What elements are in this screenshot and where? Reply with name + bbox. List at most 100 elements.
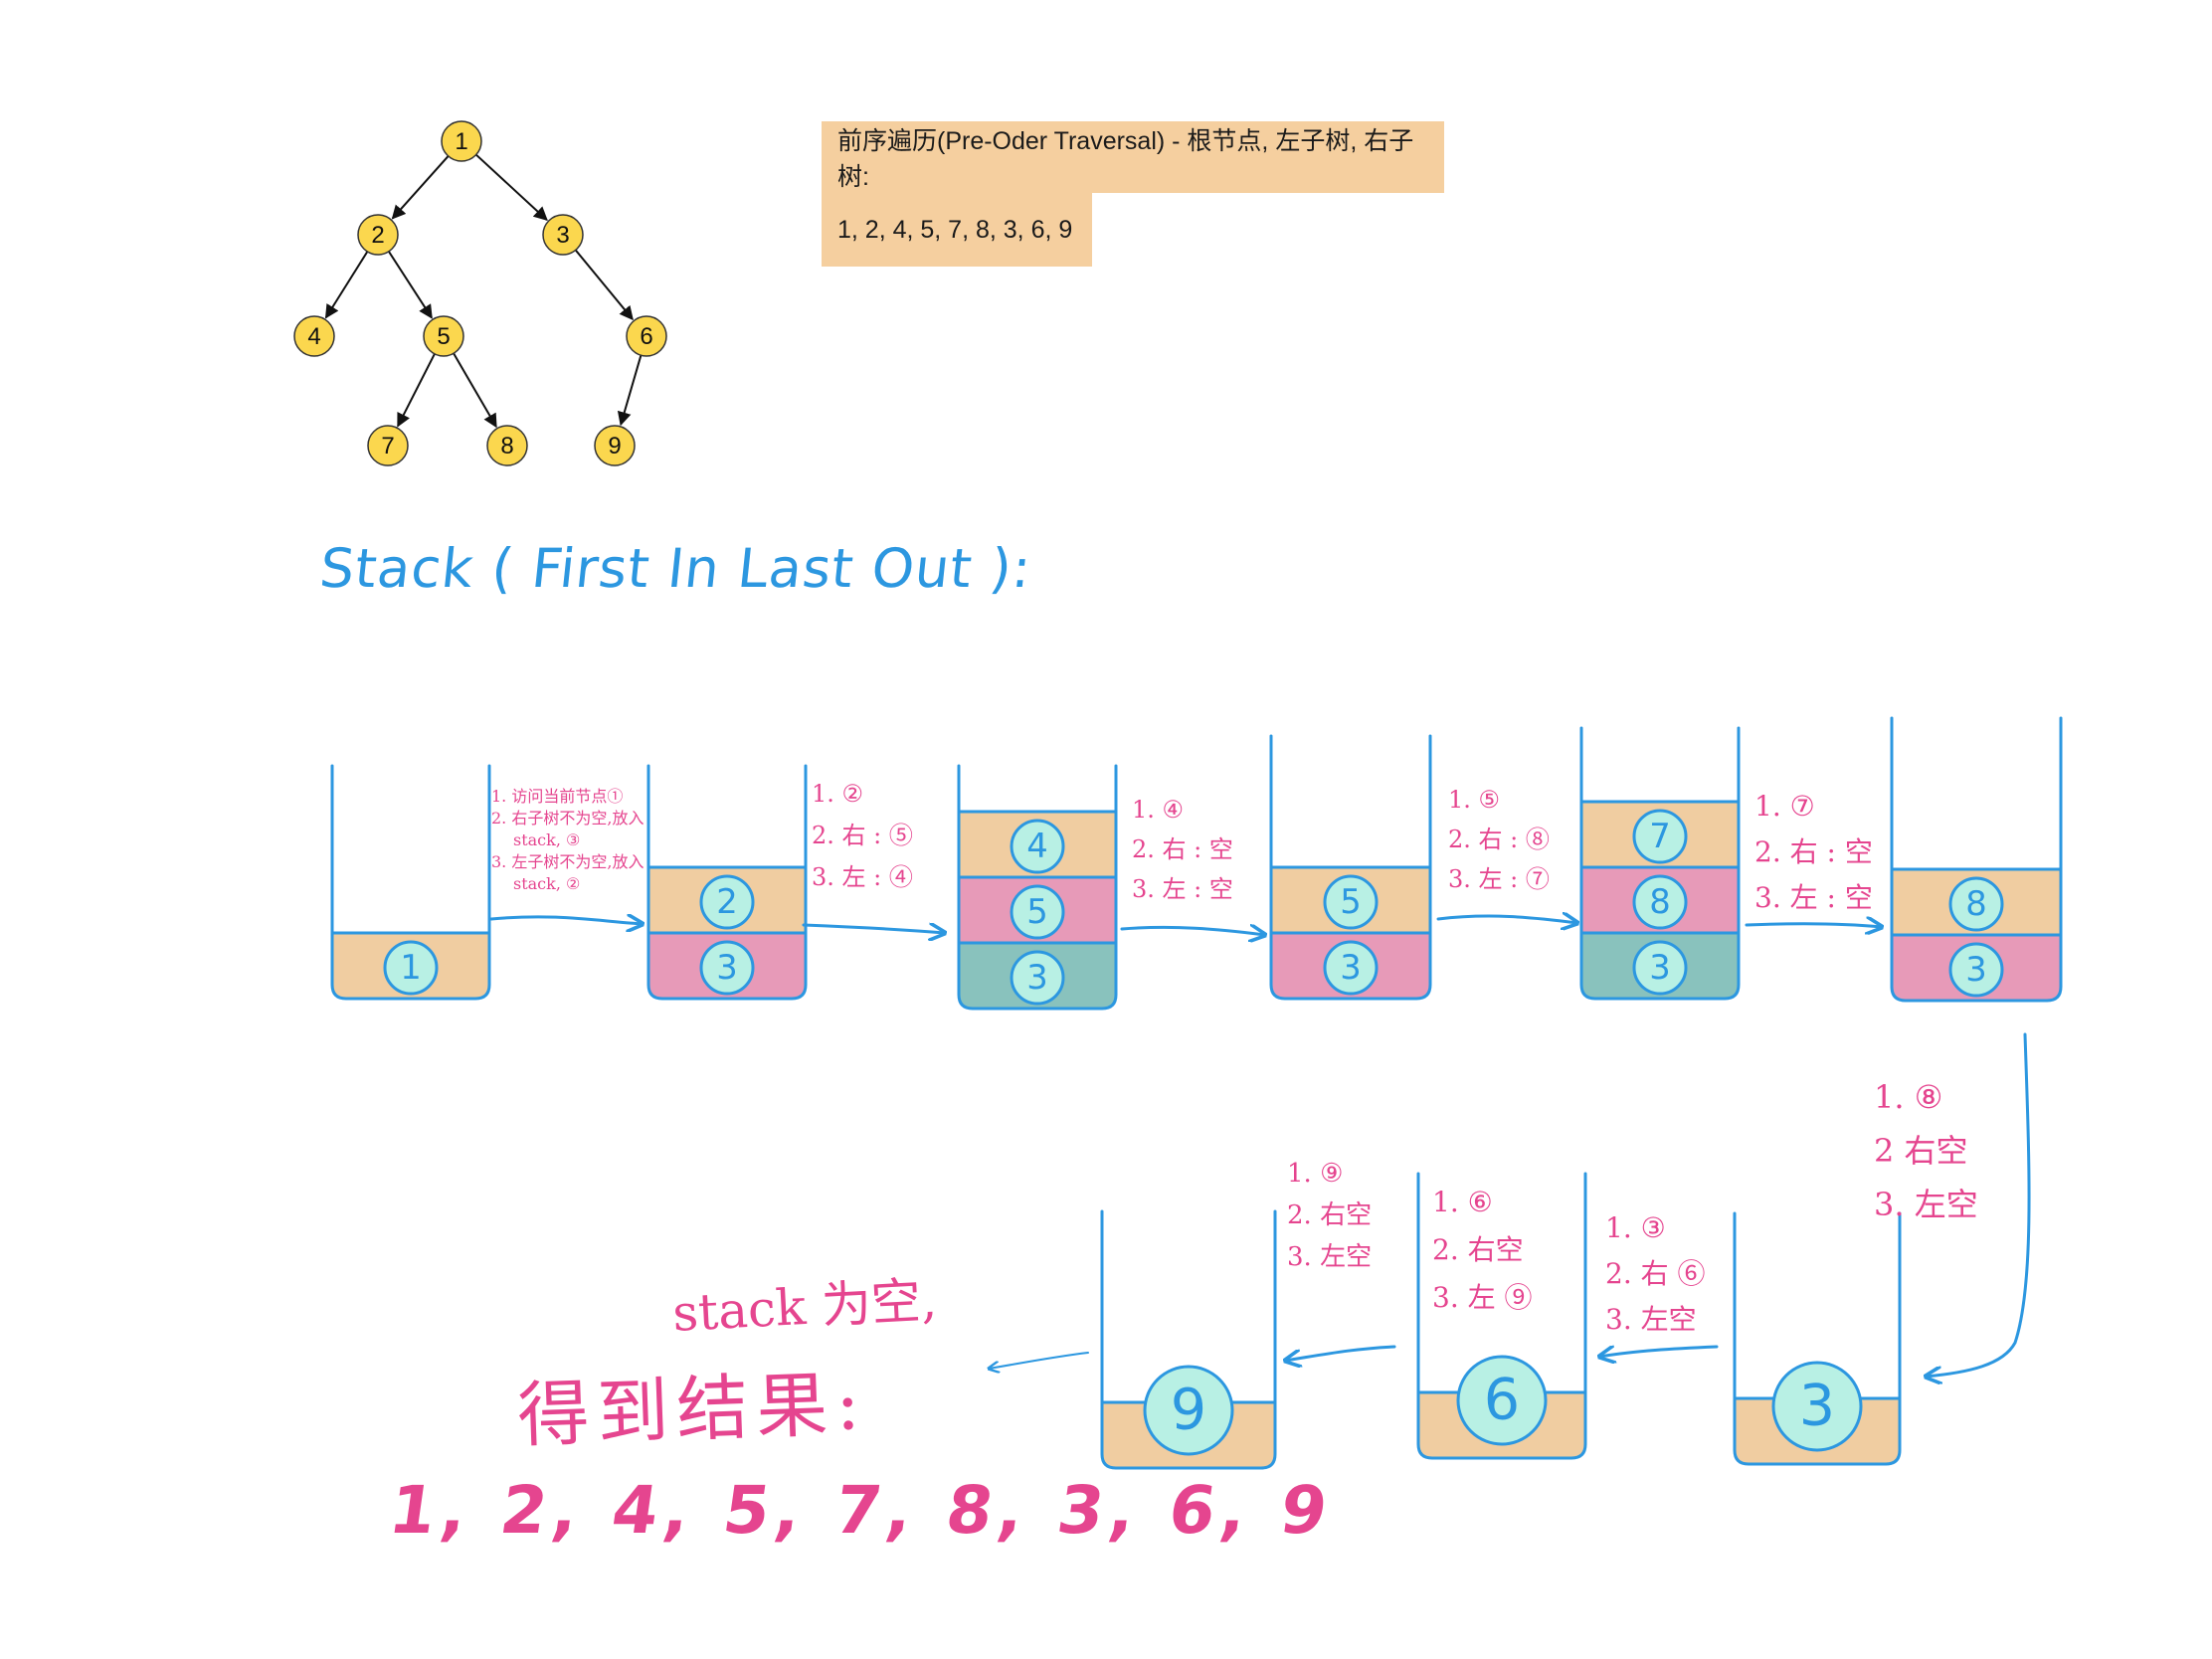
tree-node-4: 4	[293, 315, 335, 357]
stack-container-outline	[957, 764, 1118, 1011]
stack-item-7: 7	[1581, 800, 1739, 867]
stack-7: 3	[1733, 1211, 1902, 1466]
tree-node-label: 8	[500, 433, 513, 460]
tree-node-5: 5	[423, 315, 464, 357]
stack-item-label: 8	[1965, 884, 1987, 923]
stack-item-3: 3	[1271, 931, 1430, 999]
stack-container-outline	[1269, 734, 1432, 1001]
tree-edge-1-3	[475, 153, 548, 222]
stack-item-label: 3	[1649, 948, 1671, 987]
step-note-line: 2. 右子树不为空,放入	[491, 809, 644, 828]
step-note-line: 1. ③	[1605, 1211, 1666, 1244]
stack-item-6: 6	[1418, 1355, 1585, 1458]
tree-node-circle	[293, 315, 335, 357]
tree-node-label: 4	[307, 323, 320, 350]
stack-item-circle	[1948, 876, 2004, 932]
tree-edge-6-9	[617, 354, 643, 427]
tree-node-6: 6	[626, 315, 667, 357]
stack-container-outline	[330, 764, 491, 1001]
tree-node-label: 2	[371, 222, 384, 249]
stack-item-circle	[1632, 874, 1688, 930]
tree-node-label: 6	[640, 323, 652, 350]
arrow-step-3	[1120, 927, 1265, 935]
stack-item-circle	[1323, 940, 1379, 996]
tree-node-label: 5	[437, 323, 450, 350]
stack-item-label: 4	[1026, 827, 1048, 865]
stack-1: 1	[330, 764, 491, 1001]
tree-node-2: 2	[357, 214, 399, 256]
tree-node-3: 3	[542, 214, 584, 256]
stack-item-3: 3	[1735, 1361, 1900, 1464]
stack-item-label: 6	[1484, 1367, 1520, 1432]
step-note-line: 1. 访问当前节点①	[491, 787, 623, 806]
stack-item-label: 7	[1649, 817, 1671, 855]
stack-item-9: 9	[1102, 1365, 1275, 1468]
step-note-line: 2. 右空	[1287, 1200, 1372, 1230]
stack-item-5: 5	[959, 875, 1116, 943]
stack-item-circle	[699, 874, 755, 930]
stack-item-label: 1	[400, 948, 422, 987]
stack-item-circle	[1771, 1361, 1863, 1452]
stack-item-8: 8	[1581, 865, 1739, 933]
tree-edge-1-2	[391, 155, 450, 220]
stack-container-outline	[1416, 1172, 1587, 1460]
arrow-step-8	[1285, 1345, 1396, 1361]
step-note-line: 3. 左 : ④	[812, 863, 913, 891]
arrow-to-result	[989, 1352, 1089, 1369]
step-note-line: 1. ⑨	[1287, 1159, 1343, 1189]
stack-item-circle	[1632, 940, 1688, 996]
stack-item-3: 3	[1581, 931, 1739, 999]
stack-item-circle	[383, 940, 439, 996]
tree-node-1: 1	[441, 120, 482, 162]
stack-item-label: 3	[1026, 958, 1048, 997]
step-note-line: 3. 左 : 空	[1754, 881, 1873, 914]
step-note-line: 1. ④	[1132, 796, 1184, 824]
stack-item-label: 5	[1340, 882, 1362, 921]
stack-item-circle	[1323, 874, 1379, 930]
stack-item-2: 2	[648, 865, 806, 933]
stack-container-outline	[1890, 716, 2063, 1003]
arrow-step-7	[1599, 1345, 1719, 1357]
stack-9: 9	[1100, 1209, 1277, 1470]
step-note-line: 3. 左空	[1605, 1303, 1697, 1336]
step-note-line: 1. ⑦	[1754, 790, 1815, 823]
arrow-step-1	[489, 917, 643, 924]
transition-arrows	[489, 916, 2031, 1377]
step-note-line: 1. ⑤	[1448, 786, 1500, 814]
stack-4: 53	[1269, 734, 1432, 1001]
stack-item-3: 3	[959, 941, 1116, 1009]
step-note-2: 1. ② 2. 右 : ⑤ 3. 左 : ④	[812, 780, 913, 891]
stack-item-label: 3	[1799, 1373, 1835, 1438]
stack-item-label: 3	[716, 948, 738, 987]
stack-item-3: 3	[648, 931, 806, 999]
stack-item-circle	[1010, 819, 1065, 874]
tree-edge-5-7	[397, 353, 436, 428]
step-note-8: 1. ⑥2. 右空3. 左 ⑨	[1432, 1186, 1533, 1314]
step-note-line: 1. ②	[812, 780, 863, 808]
stack-item-label: 9	[1171, 1377, 1206, 1442]
tree-node-circle	[423, 315, 464, 357]
tree-node-9: 9	[594, 425, 636, 466]
stack-8: 6	[1416, 1172, 1587, 1460]
stack-item-circle	[1632, 809, 1688, 864]
step-note-4: 1. ⑤2. 右 : ⑧3. 左 : ⑦	[1448, 786, 1550, 893]
stack-5: 7 8 3	[1579, 726, 1741, 1001]
step-note-line: 3. 左子树不为空,放入	[491, 852, 644, 871]
arrow-step-4	[1436, 916, 1577, 923]
stack-item-label: 5	[1026, 892, 1048, 931]
step-note-3: 1. ④2. 右 : 空3. 左 : 空	[1132, 796, 1233, 903]
tree-node-label: 9	[608, 433, 621, 460]
stack-empty-note: stack 为空,	[670, 1271, 939, 1343]
stack-container-outline	[646, 764, 808, 1001]
stack-item-label: 8	[1649, 882, 1671, 921]
result-label: 得到结果:	[515, 1361, 869, 1458]
tree-node-8: 8	[486, 425, 528, 466]
step-note-line: 1. ⑥	[1432, 1186, 1493, 1218]
step-note-line: 2. 右 : ⑤	[812, 822, 913, 849]
step-note-line: stack, ②	[513, 874, 580, 893]
tree-node-circle	[542, 214, 584, 256]
arrow-step-6	[1926, 1032, 2031, 1377]
